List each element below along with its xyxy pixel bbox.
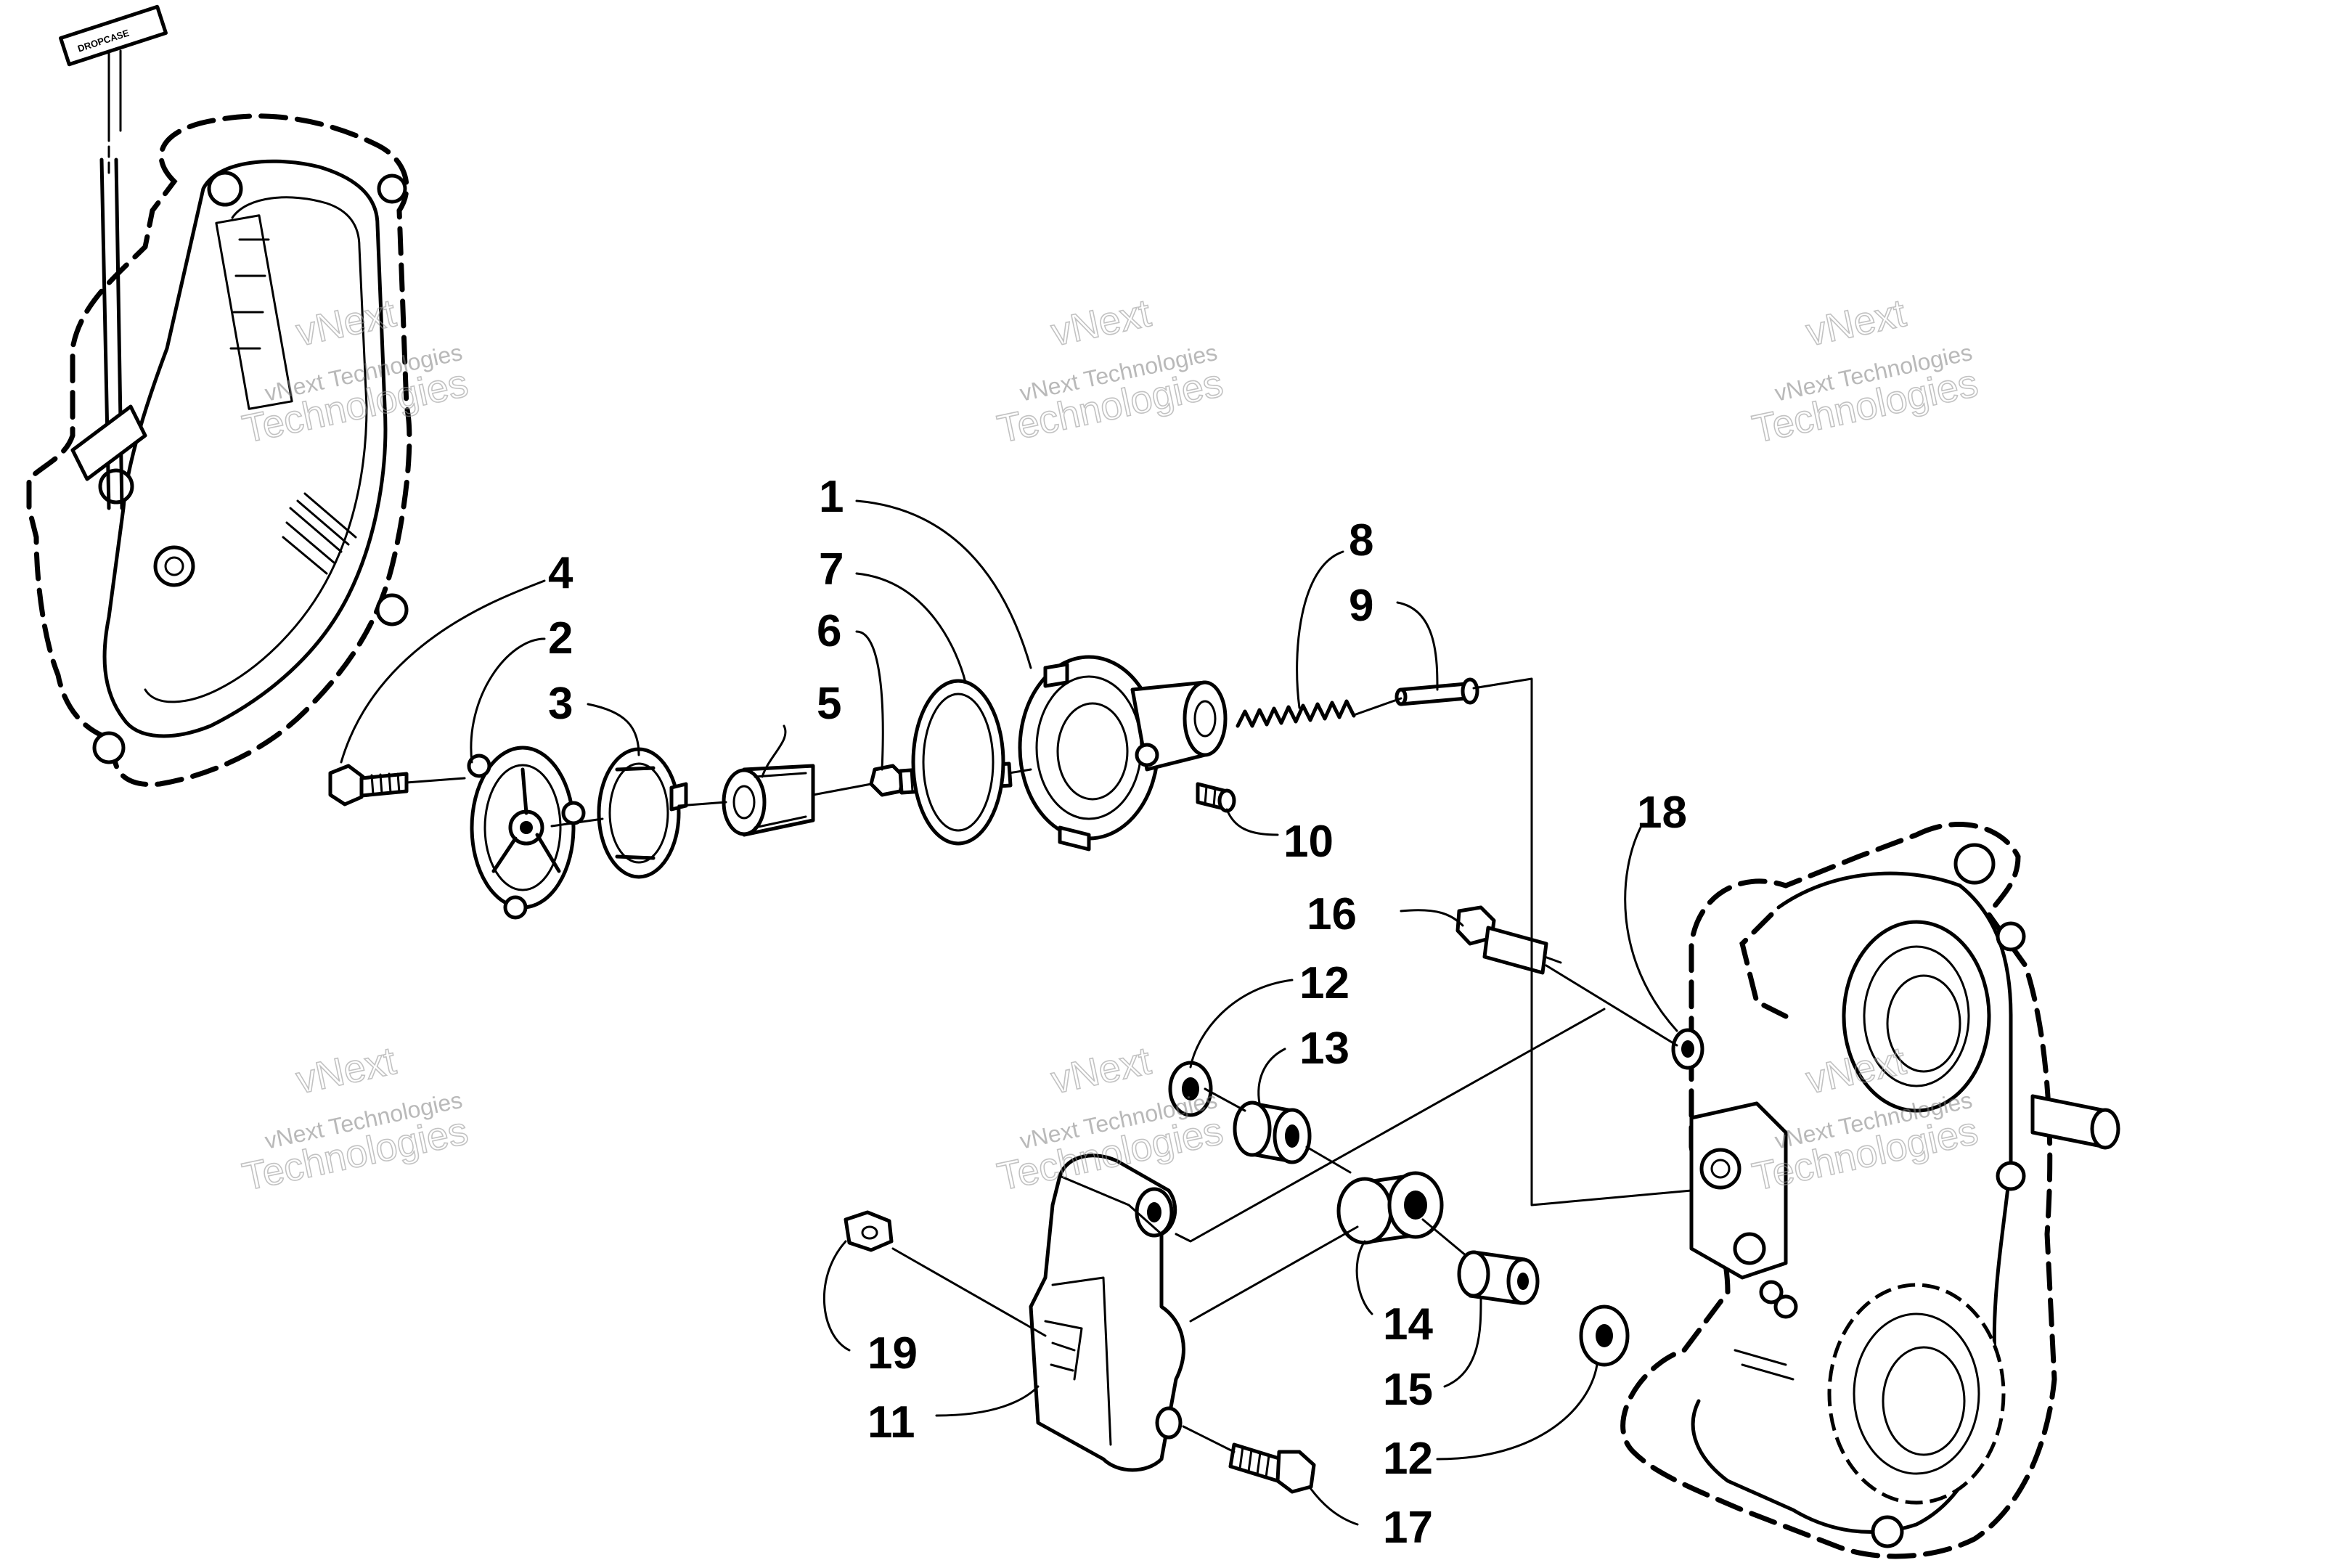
callout-8: 8 [1349,515,1373,565]
callout-5: 5 [817,679,841,729]
watermark-word: vNext [293,1039,400,1102]
part-3-ring [597,747,688,879]
callout-11: 11 [867,1397,915,1447]
callout-3: 3 [548,679,573,729]
part-16-shoulder-bolt [1455,905,1562,975]
callout-labels: 1 2 3 4 5 6 7 8 9 10 11 12 12 13 14 15 1… [548,472,1687,1553]
part-2-end-cover [467,746,586,920]
callout-12-lower: 12 [1383,1434,1433,1484]
part-17-bolt [1228,1442,1316,1494]
part-1-tensioner-housing [1018,655,1228,852]
callout-2: 2 [548,613,573,663]
callout-15: 15 [1383,1365,1433,1415]
part-18-washer [1671,1028,1704,1070]
callout-1: 1 [819,472,844,522]
callout-6: 6 [817,606,841,656]
watermark-word: vNext [1802,291,1910,354]
right-housing-case [1620,822,2120,1559]
callout-12-upper: 12 [1299,958,1349,1008]
watermark-word: vNext [1048,291,1155,354]
part-5-plunger [722,764,815,837]
callout-16: 16 [1307,889,1357,939]
part-7-o-ring [911,679,1005,846]
callout-7: 7 [819,544,844,595]
callout-19: 19 [867,1328,918,1379]
part-19-nut [844,1210,894,1252]
callout-4: 4 [548,548,573,598]
watermark-top-left: vNext vNext Technologies Technologies [238,290,472,452]
part-12-washer-lower [1579,1304,1630,1367]
callout-9: 9 [1349,581,1373,631]
part-14-roller [1336,1171,1444,1245]
callout-leaders [340,499,1678,1526]
callout-18: 18 [1637,788,1687,838]
part-15-sleeve [1457,1250,1540,1305]
callout-13: 13 [1299,1024,1349,1074]
callout-14: 14 [1383,1299,1433,1349]
part-4-bolt [328,764,409,807]
callout-17: 17 [1383,1503,1433,1553]
part-10-set-screw [1196,782,1236,813]
watermark-bottom-center: vNext vNext Technologies Technologies [993,1038,1227,1199]
watermark-top-right: vNext vNext Technologies Technologies [1748,290,1982,452]
watermark-bottom-left: vNext vNext Technologies Technologies [238,1038,472,1199]
watermark-top-center: vNext vNext Technologies Technologies [993,290,1227,452]
callout-10: 10 [1283,817,1334,867]
part-11-tensioner-arm [1029,1153,1185,1472]
watermark-word: vNext [1048,1039,1155,1102]
dropcase-tag: DROPCASE [59,4,168,176]
assembly-center-lines [405,677,1693,1453]
part-13-bushing [1233,1101,1312,1164]
part-8-spring [1236,699,1356,728]
